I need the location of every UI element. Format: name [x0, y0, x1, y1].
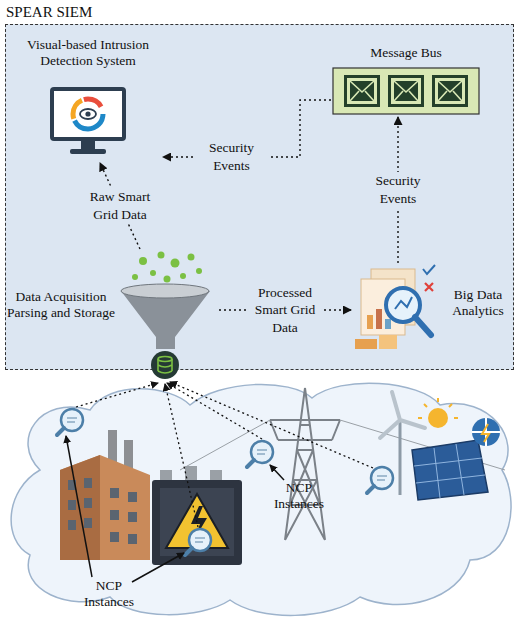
renewables-icon — [380, 392, 500, 500]
ids-monitor: Visual-based Intrusion Detection System — [13, 37, 163, 163]
flow-label: Security Events — [360, 172, 436, 207]
analytics-icon — [351, 263, 443, 357]
ncp-instance-icon — [185, 529, 211, 555]
ncp-instance-icon — [57, 409, 83, 435]
message-bus: Message Bus — [331, 45, 481, 117]
ncp-instance-icon — [367, 467, 393, 493]
flow-label: Security Events — [194, 139, 270, 174]
ncp-callout: NCP Instances — [268, 480, 330, 512]
transformer-icon — [152, 466, 242, 565]
flow-label: Raw Smart Grid Data — [82, 188, 158, 223]
node-label: Message Bus — [331, 45, 481, 61]
ncp-instance-icon — [247, 441, 273, 467]
data-acquisition-funnel: Data Acquisition Parsing and Storage — [7, 249, 219, 381]
flow-label: Processed Smart Grid Data — [247, 284, 323, 337]
ncp-data-flow — [76, 382, 373, 527]
siem-panel-fill — [5, 24, 514, 370]
grid-cloud — [11, 383, 511, 615]
monitor-icon — [48, 85, 128, 163]
node-label: Visual-based Intrusion Detection System — [13, 37, 163, 69]
node-label: Data Acquisition Parsing and Storage — [7, 289, 115, 321]
factory-icon — [60, 430, 150, 560]
big-data-analytics: Big Data Analytics — [351, 263, 513, 353]
bus-icon — [332, 67, 480, 119]
pylon-icon — [180, 388, 505, 540]
node-label: Big Data Analytics — [444, 287, 512, 319]
funnel-icon — [113, 249, 218, 385]
ncp-callout: NCP Instances — [78, 578, 140, 610]
ncp-pointer — [66, 436, 284, 582]
region-title: SPEAR SIEM — [6, 3, 206, 21]
